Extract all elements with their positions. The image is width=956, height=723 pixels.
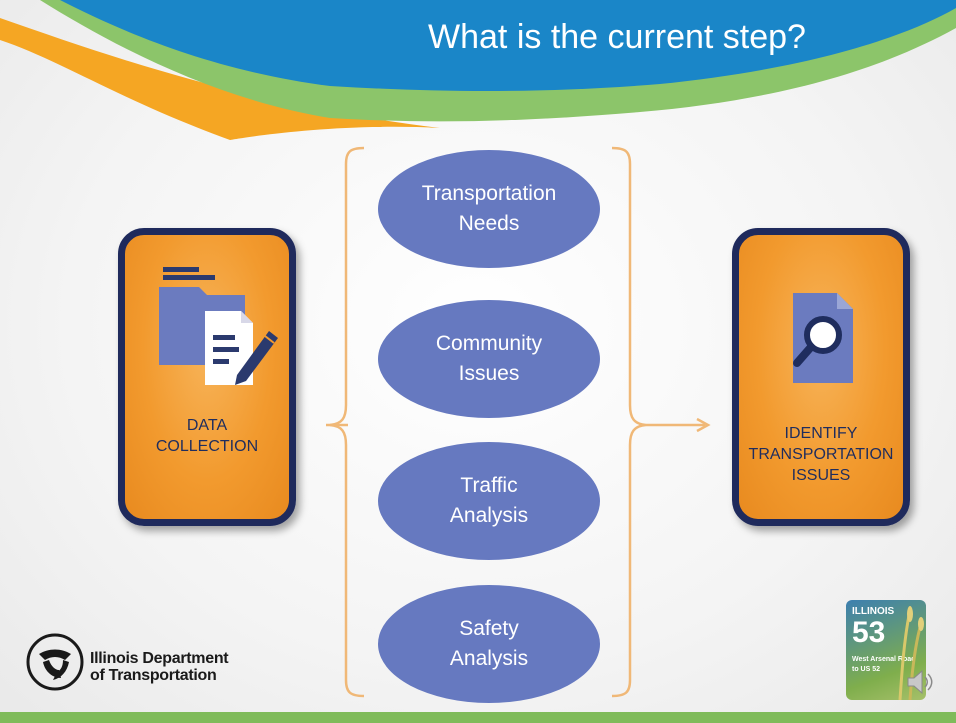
arrow-head [696, 417, 711, 433]
idot-logo-text: Illinois Department of Transportation [90, 650, 229, 684]
identify-issues-label-line2: TRANSPORTATION [748, 446, 894, 463]
illinois-53-logo: ILLINOIS 53 West Arsenal Road to US 52 [846, 600, 938, 706]
route-sign-line1: West Arsenal Road [852, 656, 916, 663]
data-collection-label: DATA COLLECTION [125, 415, 289, 457]
identify-issues-label: IDENTIFY TRANSPORTATION ISSUES [739, 423, 903, 486]
data-collection-label-line1: DATA [186, 417, 228, 434]
right-bracket [611, 146, 647, 698]
identify-issues-label-line1: IDENTIFY [784, 425, 858, 442]
oval-1-line1: Transportation [421, 182, 557, 205]
route-sign-line2: to US 52 [852, 666, 881, 673]
oval-2-line1: Community [435, 332, 543, 355]
identify-issues-label-line3: ISSUES [791, 467, 851, 484]
slide-title: What is the current step? [428, 18, 806, 56]
idot-emblem-icon [26, 633, 84, 691]
identify-issues-card: IDENTIFY TRANSPORTATION ISSUES [732, 228, 910, 526]
oval-4-line1: Safety [459, 617, 519, 640]
left-bracket [329, 146, 365, 698]
idot-logo-line1: Illinois Department [90, 650, 229, 667]
route-sign-state: ILLINOIS [852, 606, 895, 617]
footer-bar [0, 712, 956, 723]
grass-icon [898, 606, 924, 700]
oval-4-line2: Analysis [449, 647, 529, 670]
oval-2-line2: Issues [458, 362, 520, 385]
data-collection-label-line2: COLLECTION [155, 438, 259, 455]
header-banner [0, 0, 956, 140]
folder-document-pencil-icon [159, 267, 278, 385]
banner-orange-swoosh [0, 18, 440, 140]
route-sign-number: 53 [852, 616, 886, 649]
idot-logo [25, 632, 285, 694]
oval-3-line1: Traffic [460, 474, 518, 497]
oval-1-line2: Needs [458, 212, 520, 235]
speaker-icon[interactable] [904, 666, 936, 698]
oval-3-line2: Analysis [449, 504, 529, 527]
idot-logo-line2: of Transportation [90, 667, 217, 684]
data-collection-card: DATA COLLECTION [118, 228, 296, 526]
document-magnifier-icon [793, 293, 853, 383]
banner-blue-swoosh [60, 0, 956, 91]
